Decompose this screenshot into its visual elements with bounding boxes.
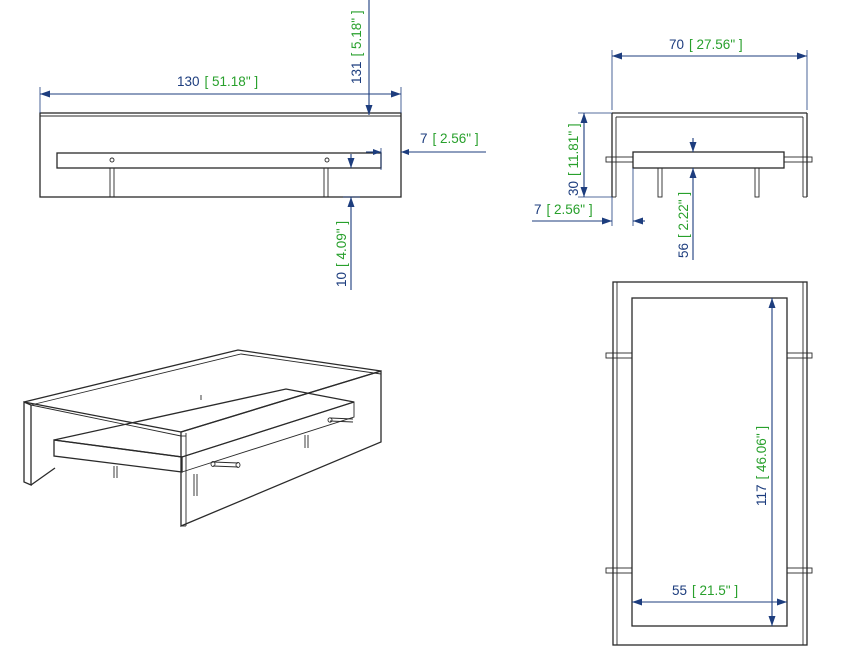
svg-text:7[ 2.56" ]: 7 [ 2.56" ] — [420, 131, 479, 146]
side-view-shelf — [632, 151, 785, 169]
svg-text:131[ 5.18" ]: 131 [ 5.18" ] — [349, 10, 364, 84]
side-shelf-dimension: 56 [ 2.22" ] — [676, 138, 697, 260]
side-view-rod — [605, 156, 634, 163]
front-view-screw — [324, 157, 330, 163]
svg-text:7[ 2.56" ]: 7 [ 2.56" ] — [534, 202, 593, 217]
dimension-imperial: [ 2.56" ] — [547, 202, 593, 217]
front-view-tabletop — [39, 112, 402, 198]
top-view-rod — [605, 567, 633, 574]
side-depth-dimension: 70 [ 27.56" ] — [611, 37, 808, 110]
front-clearance-dimension: 10 [ 4.09" ] — [334, 154, 360, 290]
dimension-value: 131 — [349, 61, 364, 84]
dimension-value: 117 — [754, 484, 769, 506]
dimension-value: 30 — [566, 181, 581, 196]
top-width-dimension: 55 [ 21.5" ] — [632, 583, 787, 606]
top-view-rod — [786, 567, 813, 574]
dimension-value: 7 — [420, 131, 428, 146]
side-height-dimension: 30 [ 11.81" ] — [566, 112, 612, 198]
side-view-rod — [783, 156, 813, 163]
iso-glass-top — [23, 349, 382, 433]
front-view-screw — [109, 157, 115, 163]
iso-shelf-top — [53, 388, 355, 458]
dimension-imperial: [ 21.5" ] — [692, 583, 738, 598]
dimension-value: 55 — [672, 583, 687, 598]
dimension-value: 7 — [534, 202, 542, 217]
top-length-dimension: 117 [ 46.06" ] — [754, 298, 776, 626]
isometric-view — [23, 349, 382, 527]
dimension-imperial: [ 51.18" ] — [205, 74, 259, 89]
top-view-shelf — [631, 297, 788, 627]
top-view: 117 [ 46.06" ] 55 [ 21.5" ] — [605, 281, 813, 646]
svg-text:117[ 46.06" ]: 117 [ 46.06" ] — [754, 426, 769, 506]
side-view-leg — [754, 167, 760, 198]
iso-left-panel — [23, 401, 32, 486]
front-view-leg — [109, 167, 115, 198]
svg-text:55[ 21.5" ]: 55 [ 21.5" ] — [672, 583, 738, 598]
dimension-imperial: [ 11.81" ] — [566, 123, 581, 176]
svg-text:130[ 51.18" ]: 130 [ 51.18" ] — [177, 74, 258, 89]
dimension-imperial: [ 2.22" ] — [676, 192, 691, 238]
svg-text:10[ 4.09" ]: 10 [ 4.09" ] — [334, 221, 349, 287]
iso-rod — [210, 461, 241, 468]
svg-text:30[ 11.81" ]: 30 [ 11.81" ] — [566, 123, 581, 196]
iso-shelf-front — [53, 439, 183, 473]
top-view-rod — [786, 352, 813, 359]
front-height-dimension: 131 [ 5.18" ] — [349, 0, 373, 115]
dimension-imperial: [ 2.56" ] — [433, 131, 479, 146]
dimension-imperial: [ 46.06" ] — [754, 426, 769, 480]
top-view-rod — [605, 352, 633, 359]
side-view: 70 [ 27.56" ] 30 [ 11.81" ] 7 [ 2.56" ] — [532, 37, 813, 260]
side-view-leg — [657, 167, 663, 198]
dimension-imperial: [ 27.56" ] — [689, 37, 743, 52]
side-inset-dimension: 7 [ 2.56" ] — [532, 168, 645, 226]
svg-text:70[ 27.56" ]: 70 [ 27.56" ] — [669, 37, 743, 52]
dimension-value: 56 — [676, 243, 691, 258]
front-view-leg — [323, 167, 329, 198]
top-view-glass-top — [612, 281, 808, 646]
dimension-value: 70 — [669, 37, 684, 52]
front-view-shelf — [56, 152, 382, 169]
front-shelf-inset-dimension: 7 [ 2.56" ] — [366, 131, 486, 170]
front-width-dimension: 130 [ 51.18" ] — [39, 74, 402, 113]
svg-text:56[ 2.22" ]: 56 [ 2.22" ] — [676, 192, 691, 258]
iso-right-panel — [180, 370, 382, 527]
dimension-imperial: [ 4.09" ] — [334, 221, 349, 267]
dimension-value: 10 — [334, 272, 349, 287]
dimension-value: 130 — [177, 74, 200, 89]
dimension-imperial: [ 5.18" ] — [349, 10, 364, 56]
front-view: 130 [ 51.18" ] 131 [ 5.18" ] 7 [ 2.56" ] 10… — [39, 0, 486, 290]
iso-rod — [327, 417, 354, 423]
